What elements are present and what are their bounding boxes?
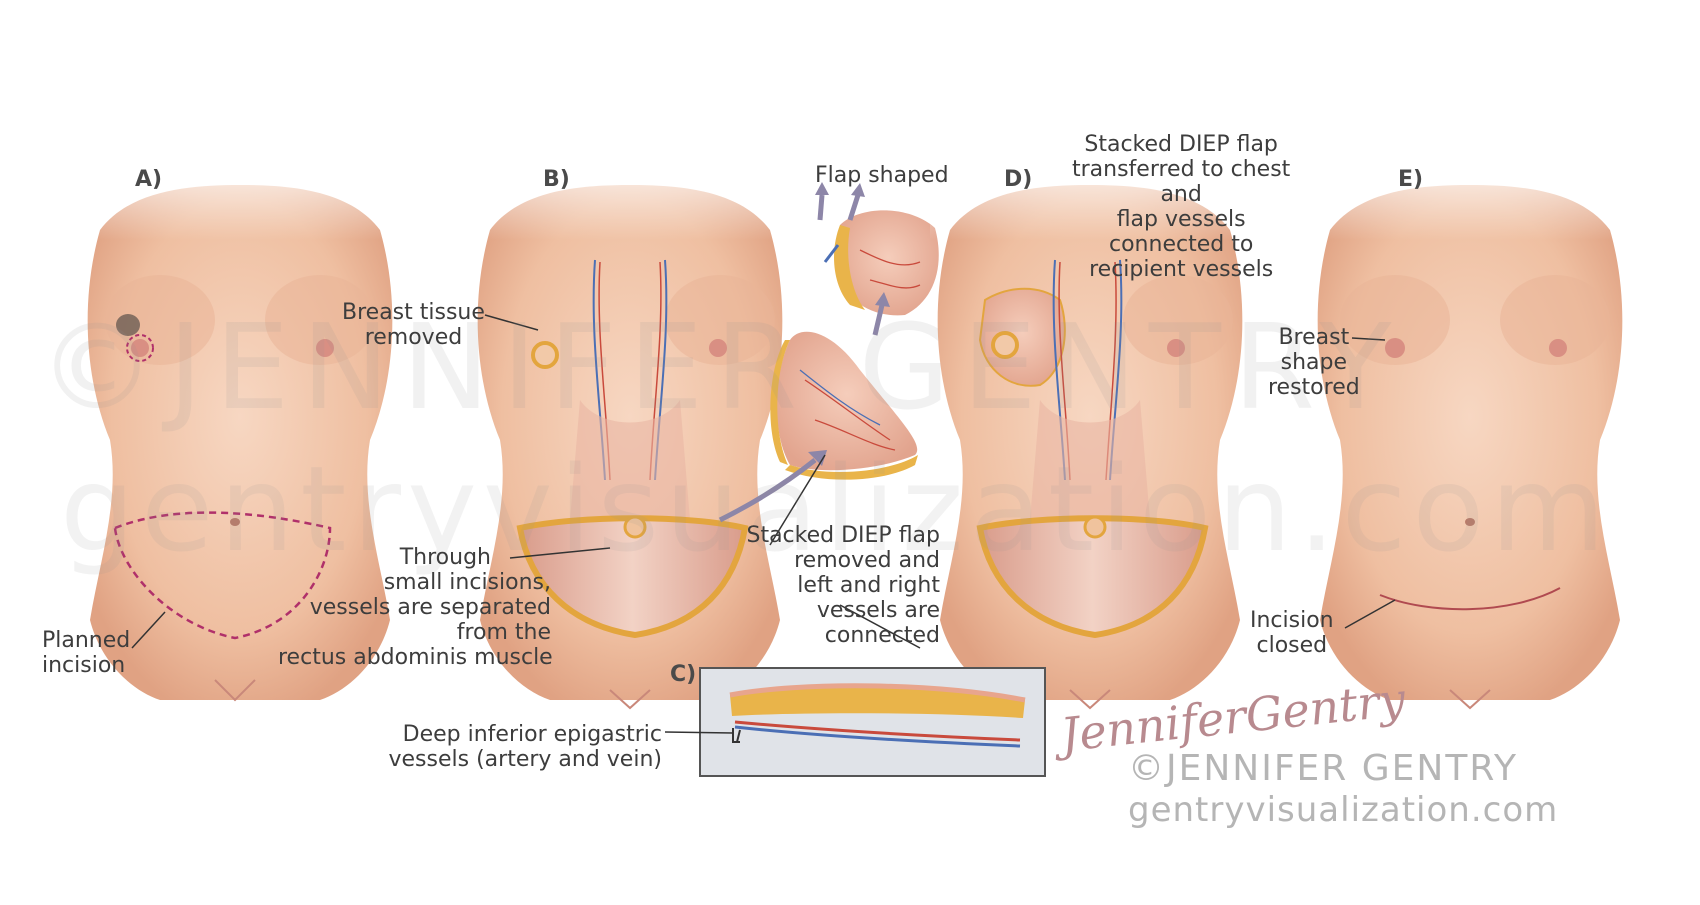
label-stacked-flap-removed: Stacked DIEP flap removed and left and r…	[746, 523, 940, 648]
panel-label-e: E)	[1398, 167, 1424, 192]
panel-label-b: B)	[543, 167, 570, 192]
watermark-copyright: ©JENNIFER GENTRY	[1128, 748, 1519, 789]
watermark-large-name: ©JENNIFER GENTRY	[38, 298, 1404, 436]
torso-e	[1310, 150, 1640, 710]
torso-d	[930, 150, 1260, 710]
inset-c-cross-section	[699, 667, 1046, 777]
label-deep-inferior-vessels: Deep inferior epigastric vessels (artery…	[388, 722, 663, 772]
label-planned-incision: Planned incision	[42, 628, 131, 678]
label-breast-tissue-removed: Breast tissue removed	[342, 300, 485, 350]
label-flap-transferred: Stacked DIEP flap transferred to chest a…	[1072, 132, 1291, 282]
torso-b	[470, 150, 800, 710]
panel-label-c: C)	[670, 662, 697, 687]
panel-label-d: D)	[1004, 167, 1033, 192]
label-through-small-incisions: Through small incisions, vessels are sep…	[278, 545, 553, 670]
flap-shaped-illustration	[823, 210, 939, 316]
label-breast-shape-restored: Breast shape restored	[1268, 325, 1360, 400]
watermark-large-website: gentryvisualization.com	[60, 440, 1612, 578]
panel-label-a: A)	[135, 167, 163, 192]
label-flap-shaped: Flap shaped	[815, 163, 949, 188]
flap-removed-illustration	[770, 331, 918, 480]
watermark-website: gentryvisualization.com	[1128, 790, 1559, 830]
label-incision-closed: Incision closed	[1250, 608, 1334, 658]
torso-a	[80, 150, 410, 702]
leader-lines	[131, 314, 1396, 734]
